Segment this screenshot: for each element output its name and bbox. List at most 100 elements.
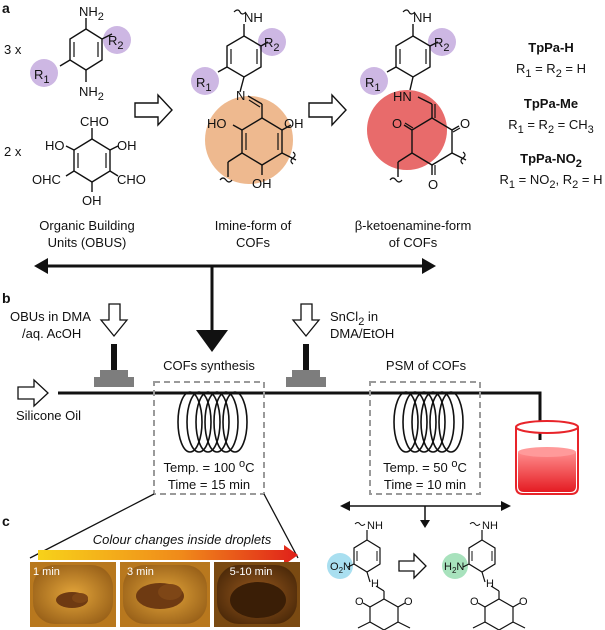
caption-keto-line1: β-ketoenamine-form xyxy=(355,218,472,233)
inlet1-hollow-arrow xyxy=(99,303,129,338)
stage2-dashed-box xyxy=(369,381,481,495)
stage1-dashed-box xyxy=(153,381,265,495)
monomer-equivalents: 3 x xyxy=(4,42,22,57)
keto-o-bottom-label: O xyxy=(428,177,438,192)
psm-nitro-group-label: O2N xyxy=(330,561,351,575)
zoom-line-left xyxy=(29,493,155,559)
caption-imine-line2: COFs xyxy=(236,235,270,250)
flow-tubing xyxy=(58,391,542,440)
colour-gradient-arrow xyxy=(38,545,298,565)
imine-orange-highlight xyxy=(205,96,293,184)
variant-tppa-no2: TpPa-NO2 R1 = NO2, R2 = H xyxy=(500,151,603,191)
zoom-line-right xyxy=(263,493,299,559)
imine-r1-highlight xyxy=(191,67,219,95)
imine-r1-label: R1 xyxy=(196,75,212,94)
diamine-monomer-structure: NH2 NH2 R2 R1 xyxy=(30,4,131,103)
droplet-frame-2 xyxy=(120,562,210,627)
inlet1-label-line1: OBUs in DMA xyxy=(10,309,91,324)
keto-r1-highlight xyxy=(360,67,388,95)
stage1-coil xyxy=(177,391,248,453)
imine-oh-right-label: OH xyxy=(284,116,304,131)
imine-r2-label: R2 xyxy=(264,35,280,54)
oh-right-label: OH xyxy=(117,138,137,153)
r2-highlight-circle xyxy=(103,26,131,54)
cho-top-label: CHO xyxy=(80,114,109,129)
frame1-time-label: 1 min xyxy=(33,566,60,578)
stage2-coil xyxy=(393,391,464,453)
inlet1-label-line2: /aq. AcOH xyxy=(22,326,81,341)
psm-amine-nh-label: NH xyxy=(482,520,498,532)
panel-label-b: b xyxy=(2,290,11,306)
amine-top-label: NH2 xyxy=(79,4,104,23)
keto-hn-label: HN xyxy=(393,89,412,104)
droplet-frame-3 xyxy=(214,562,300,627)
cho-right-label: CHO xyxy=(117,172,146,187)
hollow-arrow-2 xyxy=(308,93,347,127)
caption-keto-line2: of COFs xyxy=(389,235,438,250)
variant-definition: R1 = NO2, R2 = H xyxy=(500,172,603,191)
variant-definition: R1 = R2 = H xyxy=(516,61,586,80)
imine-r2-highlight xyxy=(258,28,286,56)
psm-nitro-structure: NH O2N H O O xyxy=(327,520,413,630)
inlet2-label-line2: DMA/EtOH xyxy=(330,326,394,341)
variant-name: TpPa-NO2 xyxy=(520,151,582,170)
colour-change-banner-label: Colour changes inside droplets xyxy=(93,532,272,547)
stage1-title: COFs synthesis xyxy=(163,358,255,373)
psm-nitro-nh-label: NH xyxy=(367,520,383,532)
imine-ho-label: HO xyxy=(207,116,227,131)
oh-bottom-label: OH xyxy=(82,193,102,208)
psm-nitro-o-right-label: O xyxy=(404,596,413,608)
psm-amine-o-right-label: O xyxy=(519,596,528,608)
psm-amine-structure: NH H2N H O O xyxy=(442,520,528,630)
caption-imine-line1: Imine-form of xyxy=(215,218,292,233)
psm-bracket-arrow xyxy=(340,501,511,528)
nitro-teal-highlight xyxy=(327,553,353,579)
ohc-left-label: OHC xyxy=(32,172,61,187)
imine-oh-bottom-label: OH xyxy=(252,176,272,191)
hollow-arrow-1 xyxy=(134,93,173,127)
frame3-time-label: 5-10 min xyxy=(230,566,273,578)
droplet-frame-1 xyxy=(30,562,116,627)
caption-obus-line1: Organic Building xyxy=(39,218,134,233)
r1-highlight-circle xyxy=(30,59,58,87)
frame2-time-label: 3 min xyxy=(127,566,154,578)
imine-form-structure: NH R2 R1 N HO OH OH xyxy=(191,9,304,191)
aldehyde-equivalents: 2 x xyxy=(4,144,22,159)
ho-left-label: HO xyxy=(45,138,65,153)
stage1-time: Time = 15 min xyxy=(168,477,250,492)
imine-nh-label: NH xyxy=(244,10,263,25)
r1-label: R1 xyxy=(34,67,50,86)
psm-hollow-arrow xyxy=(398,552,427,580)
collection-beaker-icon xyxy=(515,420,579,495)
inlet2-hollow-arrow xyxy=(291,303,321,338)
panel-label-a: a xyxy=(2,0,10,16)
keto-r2-label: R2 xyxy=(434,35,450,54)
t-junction-2 xyxy=(286,344,326,387)
silicone-oil-label: Silicone Oil xyxy=(16,408,81,423)
panel-label-c: c xyxy=(2,513,10,529)
keto-o-right-label: O xyxy=(460,116,470,131)
stage2-title: PSM of COFs xyxy=(386,358,467,373)
variant-tppa-me: TpPa-Me R1 = R2 = CH3 xyxy=(508,96,594,136)
psm-amine-group-label: H2N xyxy=(444,561,464,575)
trialdehyde-monomer-structure: CHO OH HO OHC CHO OH xyxy=(32,114,146,208)
t-junction-1 xyxy=(94,344,134,387)
variant-definition: R1 = R2 = CH3 xyxy=(508,117,594,136)
keto-nh-label: NH xyxy=(413,10,432,25)
variant-name: TpPa-H xyxy=(528,40,574,55)
stage2-temperature: Temp. = 50 oC xyxy=(383,458,467,475)
amine-green-highlight xyxy=(442,553,468,579)
stage2-time: Time = 10 min xyxy=(384,477,466,492)
psm-nitro-o-left-label: O xyxy=(355,596,364,608)
keto-red-highlight xyxy=(367,90,447,170)
inlet2-label-line1: SnCl2 in xyxy=(330,309,378,328)
silicone-oil-hollow-arrow xyxy=(17,378,49,408)
variant-name: TpPa-Me xyxy=(524,96,578,111)
keto-o-left-label: O xyxy=(392,116,402,131)
psm-amine-o-left-label: O xyxy=(470,596,479,608)
ketoenamine-form-structure: NH R2 R1 HN O O O xyxy=(360,9,470,192)
caption-obus-line2: Units (OBUS) xyxy=(48,235,127,250)
r2-label: R2 xyxy=(108,33,124,52)
panel-a-bracket-arrow xyxy=(34,258,436,352)
